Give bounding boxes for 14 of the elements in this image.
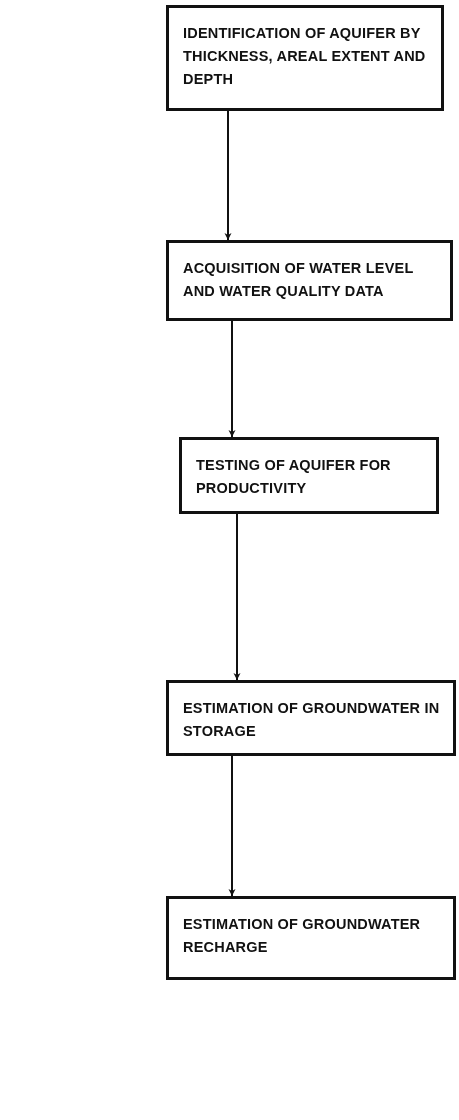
step-text: ESTIMATION OF GROUNDWATER IN STORAGE bbox=[183, 699, 441, 741]
process-box bbox=[166, 896, 456, 980]
step-text: ESTIMATION OF GROUNDWATER RECHARGE bbox=[183, 915, 422, 957]
step-text: TESTING OF AQUIFER FOR PRODUCTIVITY bbox=[196, 456, 392, 498]
process-box bbox=[166, 5, 444, 111]
arrow bbox=[228, 755, 236, 897]
arrow bbox=[228, 320, 236, 438]
process-box bbox=[179, 437, 439, 514]
arrow bbox=[233, 513, 241, 681]
process-box bbox=[166, 680, 456, 756]
arrow bbox=[224, 110, 232, 241]
step-text: IDENTIFICATION OF AQUIFER BY THICKNESS, AREAL EXTENT AND DEPTH bbox=[183, 24, 427, 89]
process-box bbox=[166, 240, 453, 321]
step-text: ACQUISITION OF WATER LEVEL AND WATER QUALITY DATA bbox=[183, 259, 415, 301]
